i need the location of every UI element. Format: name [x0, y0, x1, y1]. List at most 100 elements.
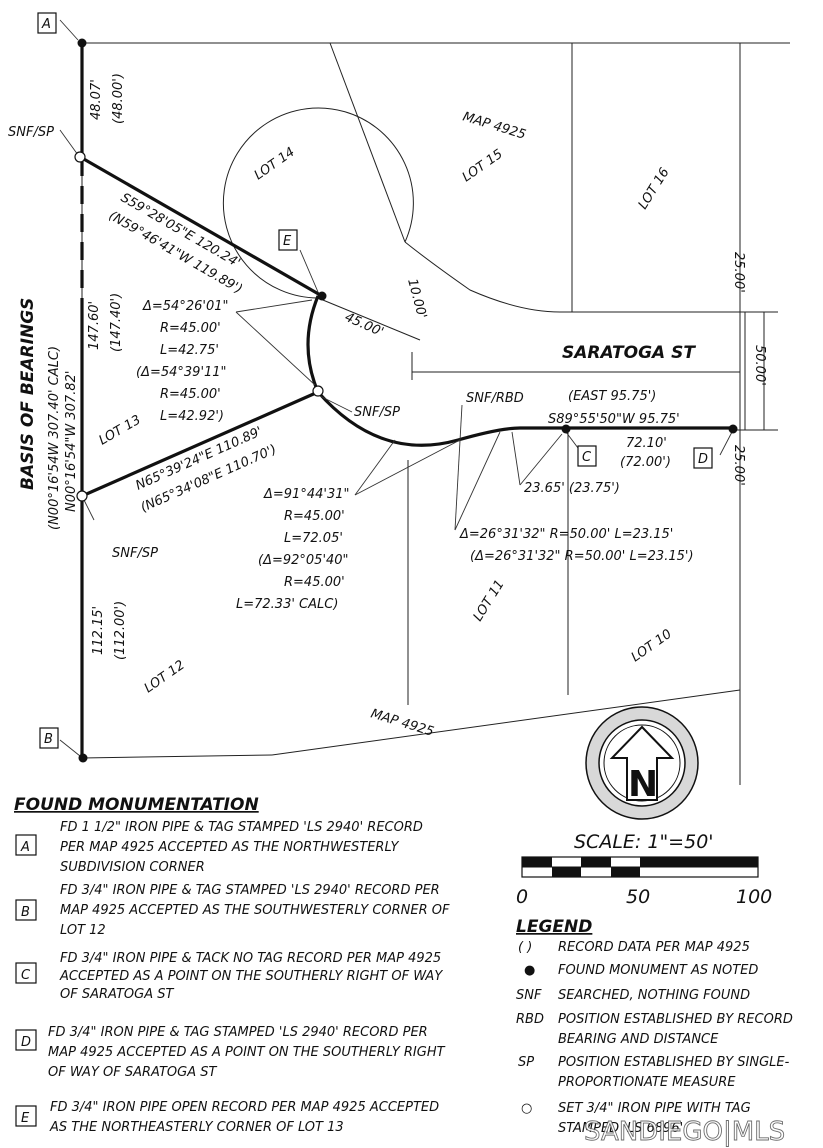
dim-bottom-left-rec: (112.00'): [113, 601, 128, 660]
legend-text: RECORD DATA PER MAP 4925: [558, 940, 750, 955]
leader-lines: [59, 19, 733, 757]
dim-10: 10.00': [404, 277, 429, 320]
dim-top-left: 48.07': [89, 79, 104, 120]
dim-25-top: 25.00': [731, 252, 746, 293]
curve-2-line: L=72.05': [284, 531, 343, 546]
mon-b-line: LOT 12: [60, 923, 106, 938]
mon-b-line: MAP 4925 ACCEPTED AS THE SOUTHWESTERLY C…: [60, 903, 450, 918]
mon-d-line: OF WAY OF SARATOGA ST: [48, 1065, 218, 1080]
curve-1-line: L=42.75': [160, 343, 219, 358]
legend-symbol-rbd: RBD: [516, 1012, 544, 1027]
north-arrow-icon: [609, 725, 675, 801]
mon-tag-e: E: [21, 1111, 30, 1126]
mon-c-line: OF SARATOGA ST: [60, 987, 174, 1002]
mon-e-line: FD 3/4" IRON PIPE OPEN RECORD PER MAP 49…: [50, 1100, 439, 1115]
tag-d: D: [698, 452, 708, 467]
boundary-lines: [80, 43, 735, 758]
lot-10-label: LOT 10: [629, 627, 675, 666]
mon-a-line: SUBDIVISION CORNER: [60, 860, 205, 875]
lot-16-label: LOT 16: [636, 165, 673, 212]
dim-top-left-rec: (48.00'): [111, 73, 126, 124]
mon-e-line: AS THE NORTHEASTERLY CORNER OF LOT 13: [49, 1120, 344, 1135]
mon-tag-d: D: [21, 1035, 31, 1050]
found-monumentation: FOUND MONUMENTATION A FD 1 1/2" IRON PIP…: [14, 795, 450, 1135]
dim-2365: 23.65' (23.75'): [524, 481, 620, 496]
curve-2-line: L=72.33' CALC): [236, 597, 338, 612]
curve-3-data: Δ=26°31'32" R=50.00' L=23.15' (Δ=26°31'3…: [459, 527, 694, 564]
basis-rec: (N00°16'54W 307.40' CALC): [47, 346, 62, 530]
basis-bearing: N00°16'54"W 307.82': [64, 371, 79, 512]
legend-symbol-snf: SNF: [516, 988, 542, 1003]
scale-bar: SCALE: 1"=50' 0 50 100: [516, 831, 772, 908]
mon-c-line: ACCEPTED AS A POINT ON THE SOUTHERLY RIG…: [59, 969, 443, 984]
legend-text: STAMPED 'LS 6896': [558, 1121, 683, 1136]
lot-15-label: LOT 15: [460, 147, 506, 186]
curve-2-line: Δ=91°44'31": [263, 487, 349, 502]
mon-tag-c: C: [21, 968, 31, 983]
scale-tick-0: 0: [516, 886, 528, 908]
map-label-bottom: MAP 4925: [369, 706, 436, 739]
legend-text: POSITION ESTABLISHED BY RECORD: [558, 1012, 793, 1027]
monument-c: [561, 424, 571, 434]
monument-a: [77, 38, 87, 48]
lot-14-label: LOT 14: [252, 145, 298, 184]
set-pipe-2: [312, 385, 324, 397]
set-pipe-1: [74, 151, 86, 163]
legend-symbol-set: ○: [521, 1101, 532, 1116]
mon-a-line: PER MAP 4925 ACCEPTED AS THE NORTHWESTER…: [60, 840, 399, 855]
legend-symbol-sp: SP: [518, 1055, 534, 1070]
monument-b: [78, 753, 88, 763]
curve-3-line: Δ=26°31'32" R=50.00' L=23.15': [459, 527, 673, 542]
mon-b-line: FD 3/4" IRON PIPE & TAG STAMPED 'LS 2940…: [60, 883, 440, 898]
east-record: (EAST 95.75'): [568, 389, 656, 404]
dim-left: 147.60': [87, 301, 102, 350]
set-pipe-3: [76, 490, 88, 502]
bearing-street: S89°55'50"W 95.75': [548, 412, 680, 427]
tag-b: B: [44, 732, 53, 747]
mon-tag-a: A: [20, 840, 30, 855]
legend-symbol-record: ( ): [518, 940, 532, 955]
mon-a-line: FD 1 1/2" IRON PIPE & TAG STAMPED 'LS 29…: [60, 820, 423, 835]
legend-text: FOUND MONUMENT AS NOTED: [558, 963, 758, 978]
lot-12-label: LOT 12: [142, 658, 188, 697]
legend-text: POSITION ESTABLISHED BY SINGLE-: [558, 1055, 790, 1070]
north-letter: N: [628, 764, 658, 805]
monumentation-title: FOUND MONUMENTATION: [14, 795, 259, 815]
dim-25-bottom: 25.00': [731, 445, 746, 486]
snf-sp-label-1: SNF/SP: [8, 125, 54, 140]
tag-e: E: [283, 234, 292, 249]
snf-rbd-label: SNF/RBD: [466, 391, 524, 406]
curve-1-line: L=42.92'): [160, 409, 224, 424]
legend-text: BEARING AND DISTANCE: [558, 1032, 719, 1047]
curve-1-line: R=45.00': [160, 387, 221, 402]
lot-11-label: LOT 11: [471, 577, 508, 624]
scale-tick-100: 100: [736, 886, 772, 908]
snf-sp-label-2: SNF/SP: [354, 405, 400, 420]
dim-72-rec: (72.00'): [620, 455, 671, 470]
legend-text: PROPORTIONATE MEASURE: [558, 1075, 736, 1090]
curve-1-data: Δ=54°26'01" R=45.00' L=42.75' (Δ=54°39'1…: [136, 299, 228, 424]
dim-50: 50.00': [752, 345, 767, 386]
curve-2-line: R=45.00': [284, 509, 345, 524]
north-arrow: N: [585, 706, 699, 820]
radius-45: 45.00': [342, 310, 385, 340]
street-name: SARATOGA ST: [562, 343, 696, 363]
scale-tick-50: 50: [626, 886, 650, 908]
curve-1-line: Δ=54°26'01": [142, 299, 228, 314]
legend-symbol-found: ●: [524, 963, 535, 978]
curve-3-line: (Δ=26°31'32" R=50.00' L=23.15'): [470, 549, 694, 564]
monument-e: [317, 291, 327, 301]
monument-d: [728, 424, 738, 434]
legend-title: LEGEND: [516, 917, 592, 937]
curve-2-line: (Δ=92°05'40": [258, 553, 349, 568]
legend: LEGEND ( ) RECORD DATA PER MAP 4925 ● FO…: [516, 917, 793, 1136]
curve-1-line: (Δ=54°39'11": [136, 365, 227, 380]
basis-of-bearings: BASIS OF BEARINGS: [18, 298, 38, 490]
mon-d-line: FD 3/4" IRON PIPE & TAG STAMPED 'LS 2940…: [48, 1025, 428, 1040]
mon-c-line: FD 3/4" IRON PIPE & TACK NO TAG RECORD P…: [60, 951, 441, 966]
dim-72: 72.10': [626, 436, 667, 451]
tag-a: A: [41, 17, 51, 32]
curve-2-line: R=45.00': [284, 575, 345, 590]
monuments: [74, 38, 738, 763]
curve-1-line: R=45.00': [160, 321, 221, 336]
